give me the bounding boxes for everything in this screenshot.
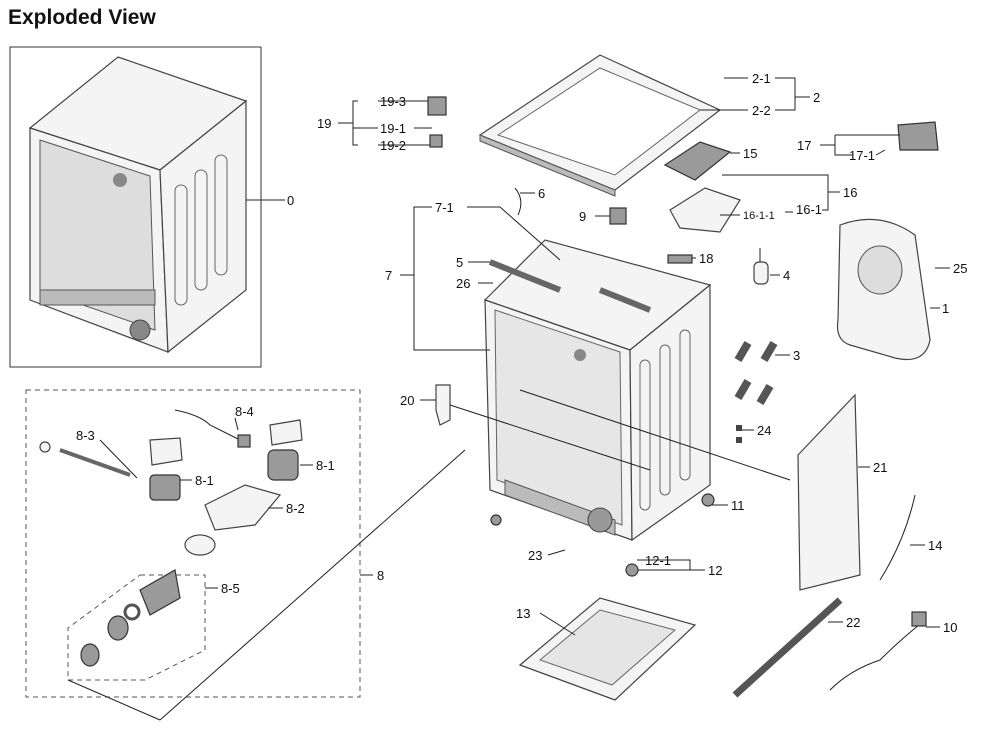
- label-19-1: 19-1: [380, 121, 406, 136]
- label-2: 2: [813, 90, 820, 105]
- label-12-1: 12-1: [645, 553, 671, 568]
- label-6: 6: [538, 186, 545, 201]
- label-19: 19: [317, 116, 331, 131]
- parts: [427, 96, 939, 701]
- label-3: 3: [793, 348, 800, 363]
- label-0: 0: [287, 193, 294, 208]
- label-21: 21: [873, 460, 887, 475]
- label-9: 9: [579, 209, 586, 224]
- label-8-3: 8-3: [76, 428, 95, 443]
- label-11: 11: [731, 498, 745, 513]
- label-26: 26: [456, 276, 470, 291]
- label-8-4: 8-4: [235, 404, 254, 419]
- label-16: 16: [843, 185, 857, 200]
- label-8-2: 8-2: [286, 501, 305, 516]
- label-15: 15: [743, 146, 757, 161]
- label-20: 20: [400, 393, 414, 408]
- assembly-8-box: [25, 389, 361, 698]
- label-14: 14: [928, 538, 942, 553]
- label-2-1: 2-1: [752, 71, 771, 86]
- label-8: 8: [377, 568, 384, 583]
- label-12: 12: [708, 563, 722, 578]
- label-7-1: 7-1: [435, 200, 454, 215]
- cabinet-frame: [483, 239, 712, 542]
- label-19-2: 19-2: [380, 138, 406, 153]
- label-8-1-right: 8-1: [316, 458, 335, 473]
- page-title: Exploded View: [8, 6, 156, 29]
- label-17-1: 17-1: [849, 148, 875, 163]
- label-8-5: 8-5: [221, 581, 240, 596]
- label-18: 18: [699, 251, 713, 266]
- label-16-1-1: 16-1-1: [743, 210, 775, 222]
- label-10: 10: [943, 620, 957, 635]
- label-13: 13: [516, 606, 530, 621]
- top-plate: [478, 54, 722, 197]
- label-1: 1: [942, 301, 949, 316]
- label-4: 4: [783, 268, 790, 283]
- label-25: 25: [953, 261, 967, 276]
- label-17: 17: [797, 138, 811, 153]
- label-23: 23: [528, 548, 542, 563]
- label-7: 7: [385, 268, 392, 283]
- label-8-1-left: 8-1: [195, 473, 214, 488]
- label-2-2: 2-2: [752, 103, 771, 118]
- label-24: 24: [757, 423, 771, 438]
- label-5: 5: [456, 255, 463, 270]
- label-16-1: 16-1: [796, 202, 822, 217]
- leader-lines: [67, 77, 950, 721]
- callout-labels: 0 1 2 2-1 2-2 3 4 5 6 7 7-1 8 8-1 8-1 8-…: [76, 71, 967, 635]
- label-22: 22: [846, 615, 860, 630]
- label-19-3: 19-3: [380, 94, 406, 109]
- assembly-0-box: [9, 46, 262, 368]
